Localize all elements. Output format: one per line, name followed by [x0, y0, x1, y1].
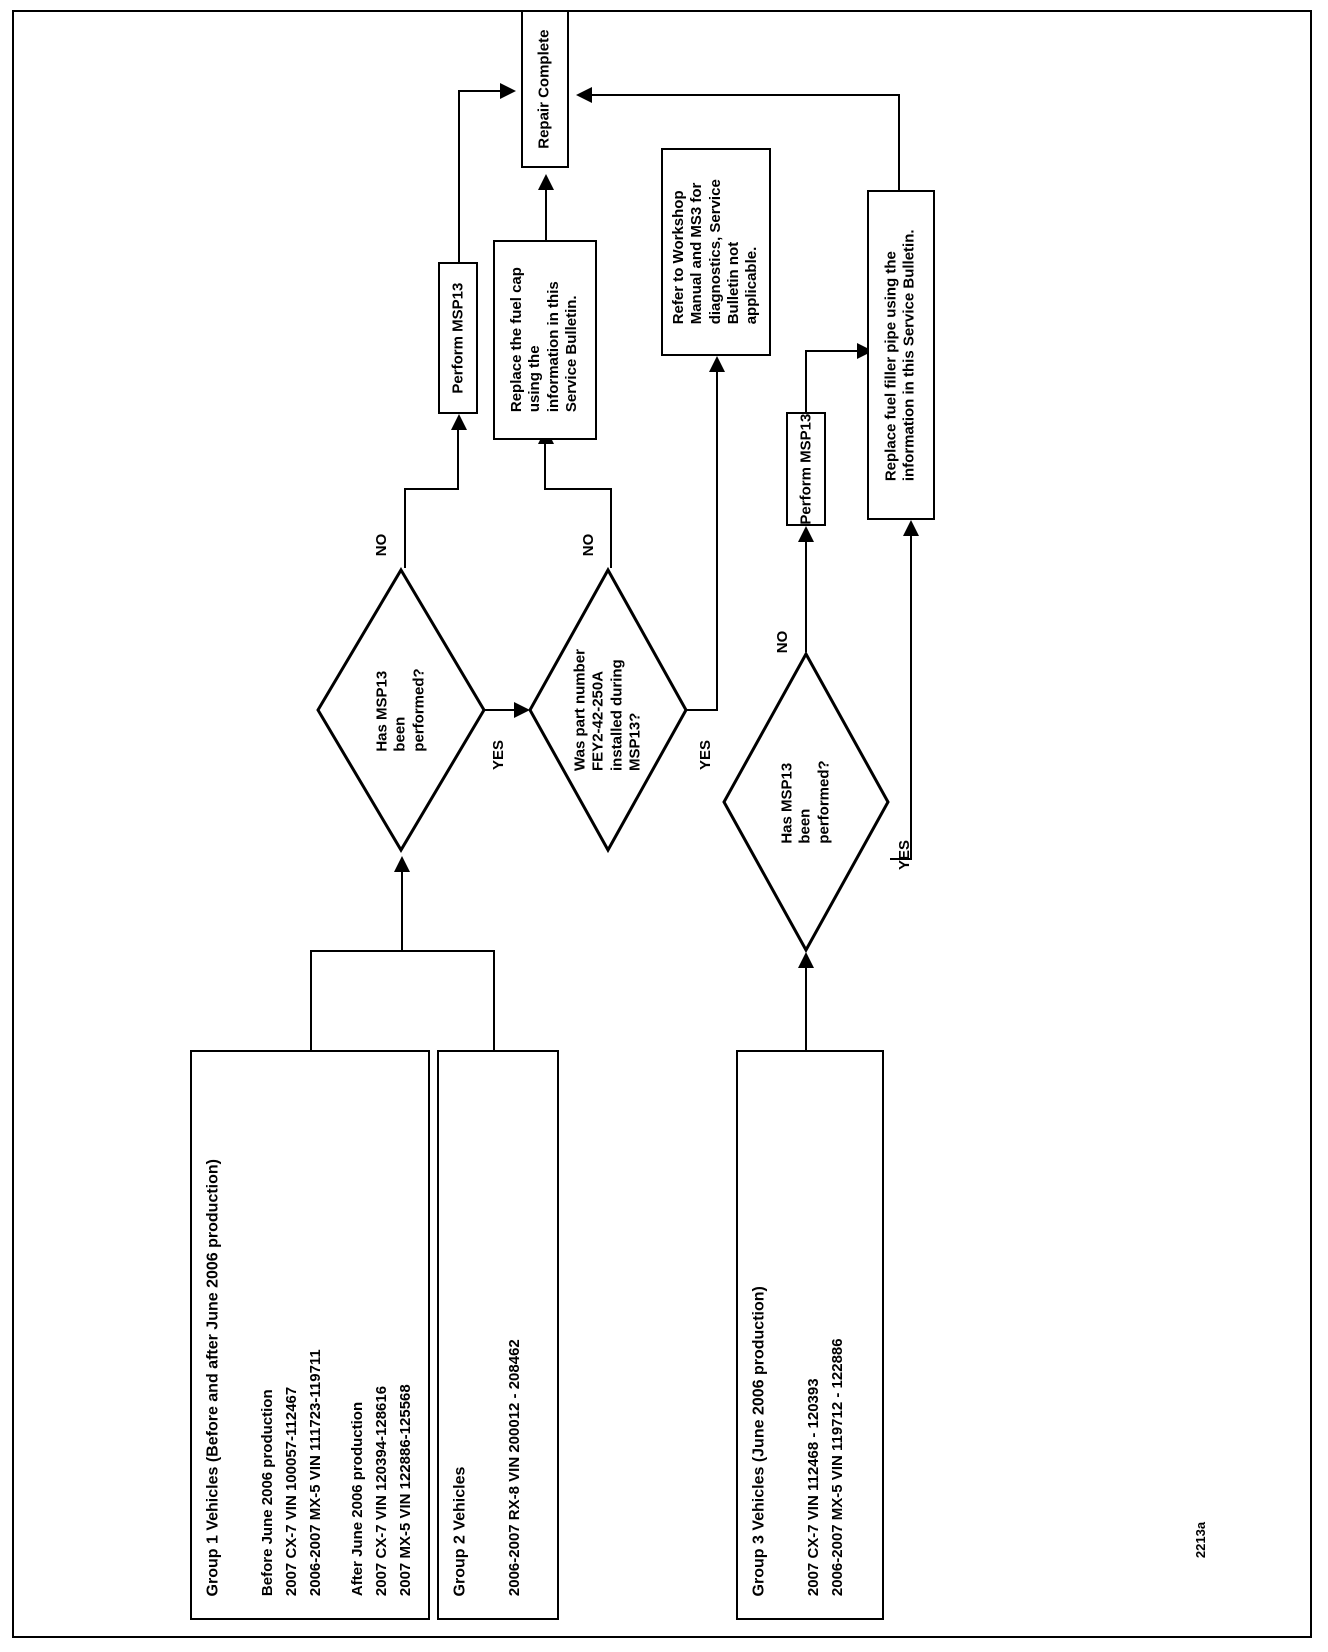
connector-d3-no-vertical: [805, 540, 807, 652]
arrowhead-d3-no-to-p4: [798, 526, 814, 542]
branch-label-d2-yes: YES: [697, 740, 714, 771]
group-1-line-1: Before June 2006 production: [258, 1389, 276, 1596]
arrowhead-d3-yes-to-p5: [903, 520, 919, 536]
node-perform-msp13-right[interactable]: Perform MSP13: [786, 412, 826, 526]
arrowhead-merge-to-d1: [394, 856, 410, 872]
group-1-line-3: 2006-2007 MX-5 VIN 111723-119711: [306, 1349, 324, 1596]
branch-label-d1-yes: YES: [490, 740, 507, 771]
branch-label-d3-yes: YES: [896, 840, 913, 871]
connector-d3-yes-vertical: [910, 536, 912, 860]
node-perform-msp13-left[interactable]: Perform MSP13: [438, 262, 478, 414]
group-1-line-7: 2007 MX-5 VIN 122886-125568: [396, 1384, 414, 1596]
branch-label-d2-no: NO: [580, 533, 597, 557]
figure-code-label: 2213a: [1193, 1521, 1208, 1559]
group-1-line-6: 2007 CX-7 VIN 120394-128616: [372, 1385, 390, 1596]
group-3-title: Group 3 Vehicles (June 2006 production): [750, 1285, 768, 1596]
replace-fuel-cap-label: Replace the fuel cap using the informati…: [508, 267, 581, 413]
arrowhead-d1-yes-to-d2: [514, 702, 530, 718]
node-replace-fuel-cap[interactable]: Replace the fuel cap using the informati…: [493, 240, 597, 440]
connector-merge-to-d1: [401, 872, 403, 952]
group-1-line-2: 2007 CX-7 VIN 100057-112467: [282, 1386, 300, 1596]
connector-d2-no-vertical: [610, 488, 612, 568]
group-box-2[interactable]: Group 2 Vehicles 2006-2007 RX-8 VIN 2000…: [437, 1050, 559, 1620]
node-decision-has-msp13-been-performed-1[interactable]: Has MSP13 been performed?: [316, 567, 486, 853]
connector-d2-no-up: [544, 442, 546, 490]
connector-p2-to-end: [545, 178, 547, 240]
connector-group2-stub: [493, 950, 495, 1050]
decision-1-label: Has MSP13 been performed?: [373, 668, 428, 752]
connector-p4-to-p5-horizontal: [805, 350, 867, 352]
diamond-shape-1: [316, 567, 486, 853]
decision-3-label: Has MSP13 been performed?: [778, 760, 833, 844]
arrowhead-to-repair-complete-b: [538, 174, 554, 190]
group-2-line-2: 2006-2007 RX-8 VIN 200012 - 208462: [505, 1339, 523, 1596]
connector-d1-no-horizontal: [404, 488, 458, 490]
page-border: [12, 10, 1312, 1638]
group-2-title: Group 2 Vehicles: [451, 1466, 469, 1596]
node-decision-was-part-number-installed[interactable]: Was part number FEY2-42-250A installed d…: [528, 566, 688, 854]
repair-complete-label: Repair Complete: [535, 29, 553, 149]
connector-d2-no-horizontal: [545, 488, 612, 490]
group-1-title: Group 1 Vehicles (Before and after June …: [204, 1158, 222, 1596]
branch-label-d3-no: NO: [774, 630, 791, 654]
group-box-3[interactable]: Group 3 Vehicles (June 2006 production) …: [736, 1050, 884, 1620]
connector-d3-yes-horizontal: [890, 858, 912, 860]
connector-p5-to-end-vertical: [898, 94, 900, 190]
connector-d2-yes-horizontal: [676, 709, 718, 711]
group-1-line-5: After June 2006 production: [348, 1401, 366, 1596]
connector-group3-to-d3: [805, 968, 807, 1054]
group-box-1[interactable]: Group 1 Vehicles (Before and after June …: [190, 1050, 430, 1620]
group-3-line-3: 2006-2007 MX-5 VIN 119712 - 122886: [828, 1338, 846, 1596]
arrowhead-d1-no-to-p1: [451, 414, 467, 430]
node-repair-complete[interactable]: Repair Complete: [521, 10, 569, 168]
replace-filler-pipe-label: Replace fuel filler pipe using the infor…: [882, 229, 918, 481]
connector-p5-to-end-horizontal: [592, 94, 900, 96]
arrowhead-to-repair-complete-c: [576, 87, 592, 103]
branch-label-d1-no: NO: [373, 533, 390, 557]
connector-d2-yes-vertical: [716, 372, 718, 710]
decision-2-label: Was part number FEY2-42-250A installed d…: [571, 649, 644, 771]
perform-msp13-left-label: Perform MSP13: [448, 282, 466, 394]
connector-p1-to-end-horizontal: [458, 90, 502, 92]
connector-d1-yes: [472, 709, 528, 711]
connector-group1-stub: [310, 950, 312, 1050]
perform-msp13-right-label: Perform MSP13: [796, 413, 814, 525]
group-3-line-2: 2007 CX-7 VIN 112468 - 120393: [804, 1378, 822, 1596]
node-decision-has-msp13-been-performed-2[interactable]: Has MSP13 been performed?: [722, 650, 890, 954]
diamond-shape-3: [722, 650, 890, 954]
node-refer-workshop-manual[interactable]: Refer to Workshop Manual and MS3 for dia…: [661, 148, 771, 356]
node-replace-filler-pipe[interactable]: Replace fuel filler pipe using the infor…: [867, 190, 935, 520]
connector-d1-no-vertical: [404, 488, 406, 568]
arrowhead-to-repair-complete-a: [500, 83, 516, 99]
connector-p4-to-p5-vertical: [805, 350, 807, 412]
connector-d1-no-up: [457, 428, 459, 490]
diamond-shape-2: [528, 566, 688, 854]
arrowhead-d2-yes-to-p3: [709, 356, 725, 372]
refer-workshop-manual-label: Refer to Workshop Manual and MS3 for dia…: [670, 179, 761, 325]
connector-p1-to-end-vertical: [458, 90, 460, 262]
arrowhead-group3-to-d3: [798, 952, 814, 968]
